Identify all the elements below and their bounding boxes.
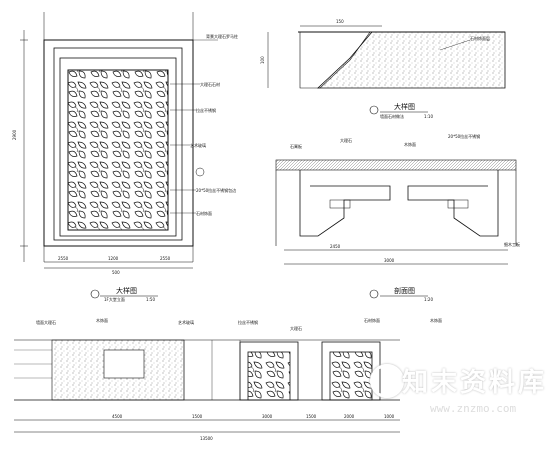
- section-3-callout-5: 细木工板: [504, 241, 520, 247]
- section-3-dim-a: 2450: [330, 244, 341, 249]
- section-3-scale: 1:20: [424, 297, 433, 302]
- callout-2: 大理石石材: [200, 81, 220, 87]
- watermark-brand: 知末资料库: [402, 368, 548, 398]
- elevation-1-dim-a: 2550: [58, 256, 69, 261]
- watermark-url: www.znzmo.com: [430, 402, 517, 415]
- elevation-4-dim-3: 3000: [262, 414, 273, 419]
- section-3-title: 剖面图: [394, 286, 415, 295]
- elevation-4-callout-2: 木饰面: [96, 317, 108, 323]
- watermark: 知末资料库 www.znzmo.com: [370, 356, 560, 452]
- elevation-4-callout-5: 大理石: [290, 325, 302, 331]
- section-3-callout-1: 石膏板: [290, 143, 302, 149]
- elevation-4: 4500 1500 3000 1500 2000 1000 13500 墙面大理…: [14, 317, 442, 441]
- elevation-1-height-dim: 2900: [12, 129, 17, 140]
- elevation-4-dim-5: 2000: [344, 414, 355, 419]
- section-2-dim-a: 150: [336, 19, 344, 24]
- section-2-scale: 1:10: [424, 114, 433, 119]
- elevation-4-callout-7: 木饰面: [430, 317, 442, 323]
- elevation-1-callouts: 背景大理石罗马柱 大理石石材 拉丝不锈钢 艺术玻璃 20*50拉丝不锈钢包边 石…: [170, 33, 238, 216]
- elevation-1-dim-c: 2550: [160, 256, 171, 261]
- callout-1: 背景大理石罗马柱: [206, 33, 238, 39]
- section-2: 150 100 石材饰面层 大样图 墙面石材做法 1:10: [260, 19, 506, 119]
- callout-5: 20*50拉丝不锈钢包边: [196, 187, 236, 193]
- elevation-4-dim-2: 1500: [192, 414, 203, 419]
- elevation-4-dim-total: 13500: [200, 436, 213, 441]
- callout-3: 拉丝不锈钢: [196, 107, 216, 113]
- callout-4: 艺术玻璃: [190, 142, 206, 148]
- section-3-dim-total: 3000: [384, 258, 395, 263]
- elevation-4-callout-6: 石材饰面: [364, 317, 380, 323]
- elevation-1-note: 1F大堂立面: [104, 296, 125, 302]
- elevation-1-title: 大样图: [116, 286, 137, 295]
- watermark-logo-icon: [370, 364, 404, 398]
- section-3: 3000 2450 石膏板 大理石 木饰面 20*50拉丝不锈钢 细木工板 剖面…: [275, 133, 520, 302]
- section-3-callout-2: 大理石: [340, 137, 352, 143]
- elevation-1-scale: 1:50: [146, 297, 155, 302]
- elevation-4-dim-6: 1000: [384, 414, 395, 419]
- section-3-callout-4: 20*50拉丝不锈钢: [448, 133, 480, 139]
- elevation-1-dim-b: 1200: [108, 256, 119, 261]
- elevation-4-callout-3: 艺术玻璃: [178, 319, 194, 325]
- elevation-4-callout-1: 墙面大理石: [36, 319, 56, 325]
- section-2-note: 墙面石材做法: [380, 113, 404, 119]
- section-2-dim-b: 100: [260, 56, 265, 64]
- elevation-1-dim-total: 500: [112, 270, 120, 275]
- section-3-callout-3: 木饰面: [404, 141, 416, 147]
- callout-6: 石材饰面: [196, 210, 212, 216]
- elevation-4-dim-4: 1500: [306, 414, 317, 419]
- elevation-4-callout-4: 拉丝不锈钢: [238, 319, 258, 325]
- section-2-callout: 石材饰面层: [470, 35, 490, 41]
- section-2-title: 大样图: [394, 102, 415, 111]
- elevation-1: 2900 2550 1200 2550 500 背景大理石罗马柱 大理石石材 拉…: [12, 12, 238, 302]
- elevation-4-dim-1: 4500: [112, 414, 123, 419]
